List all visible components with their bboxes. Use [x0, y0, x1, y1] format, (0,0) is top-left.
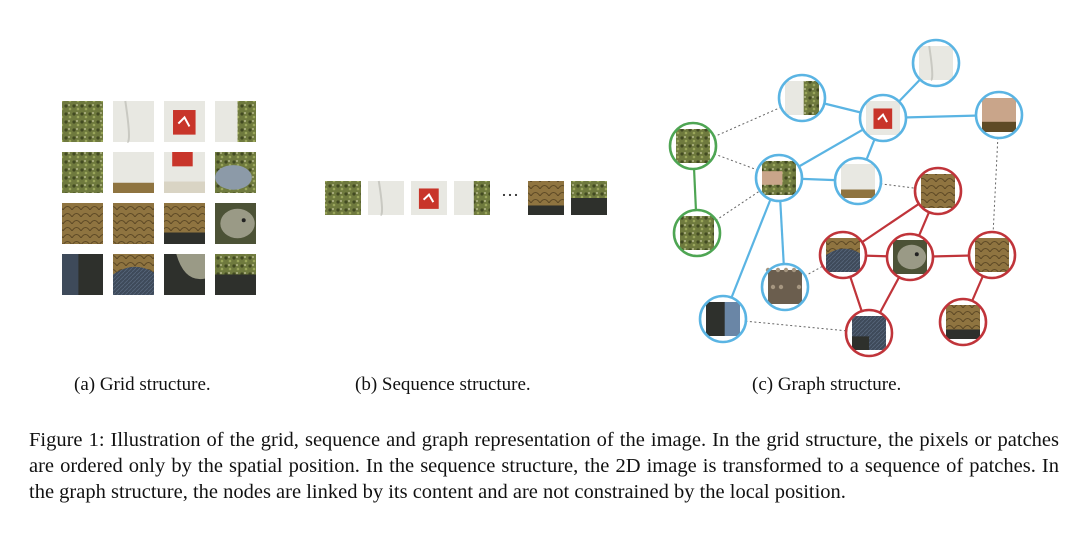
grid-patch	[62, 101, 103, 142]
grid-patch	[164, 203, 205, 244]
sequence-ellipsis: ···	[501, 185, 519, 205]
sequence-panel: ···	[325, 180, 607, 216]
graph-node	[913, 166, 963, 216]
graph-node	[967, 230, 1017, 280]
grid-patch	[62, 203, 103, 244]
grid-patch	[164, 254, 205, 295]
grid-patch	[164, 152, 205, 193]
sequence-patch	[528, 181, 564, 215]
grid-patch	[215, 203, 256, 244]
sequence-patch	[411, 181, 447, 215]
graph-node	[698, 294, 748, 344]
grid-patch	[215, 101, 256, 142]
graph-node	[777, 73, 827, 123]
subcaption-sequence: (b) Sequence structure.	[355, 374, 531, 395]
grid-patch	[62, 254, 103, 295]
grid-patch	[113, 100, 154, 143]
graph-node	[833, 156, 883, 206]
sequence-patch	[454, 181, 490, 215]
grid-patch	[164, 101, 205, 142]
graph-edge	[722, 318, 870, 334]
graph-node	[760, 262, 810, 312]
graph-panel	[668, 38, 1024, 358]
graph-node	[911, 38, 961, 88]
subcaption-grid: (a) Grid structure.	[74, 374, 211, 395]
sequence-patch	[368, 180, 404, 216]
grid-patch	[113, 254, 154, 295]
grid-patch	[215, 152, 256, 193]
graph-node	[672, 208, 722, 258]
sequence-patch	[571, 181, 607, 215]
graph-node	[818, 230, 868, 280]
subcaption-graph: (c) Graph structure.	[752, 374, 902, 395]
graph-node	[754, 153, 804, 203]
graph-node	[938, 297, 988, 347]
grid-panel	[62, 100, 256, 295]
sequence-patch	[325, 181, 361, 215]
graph-node	[668, 121, 718, 171]
graph-node	[844, 308, 894, 358]
graph-node	[858, 93, 908, 143]
figure-illustration: ···	[62, 38, 1024, 358]
figure-caption: Figure 1: Illustration of the grid, sequ…	[29, 429, 1059, 503]
graph-node	[974, 90, 1024, 140]
grid-patch	[113, 203, 154, 244]
graph-edge	[721, 177, 781, 320]
graph-node	[885, 232, 935, 282]
grid-patch	[215, 254, 256, 295]
grid-patch	[113, 152, 154, 193]
grid-patch	[62, 152, 103, 193]
